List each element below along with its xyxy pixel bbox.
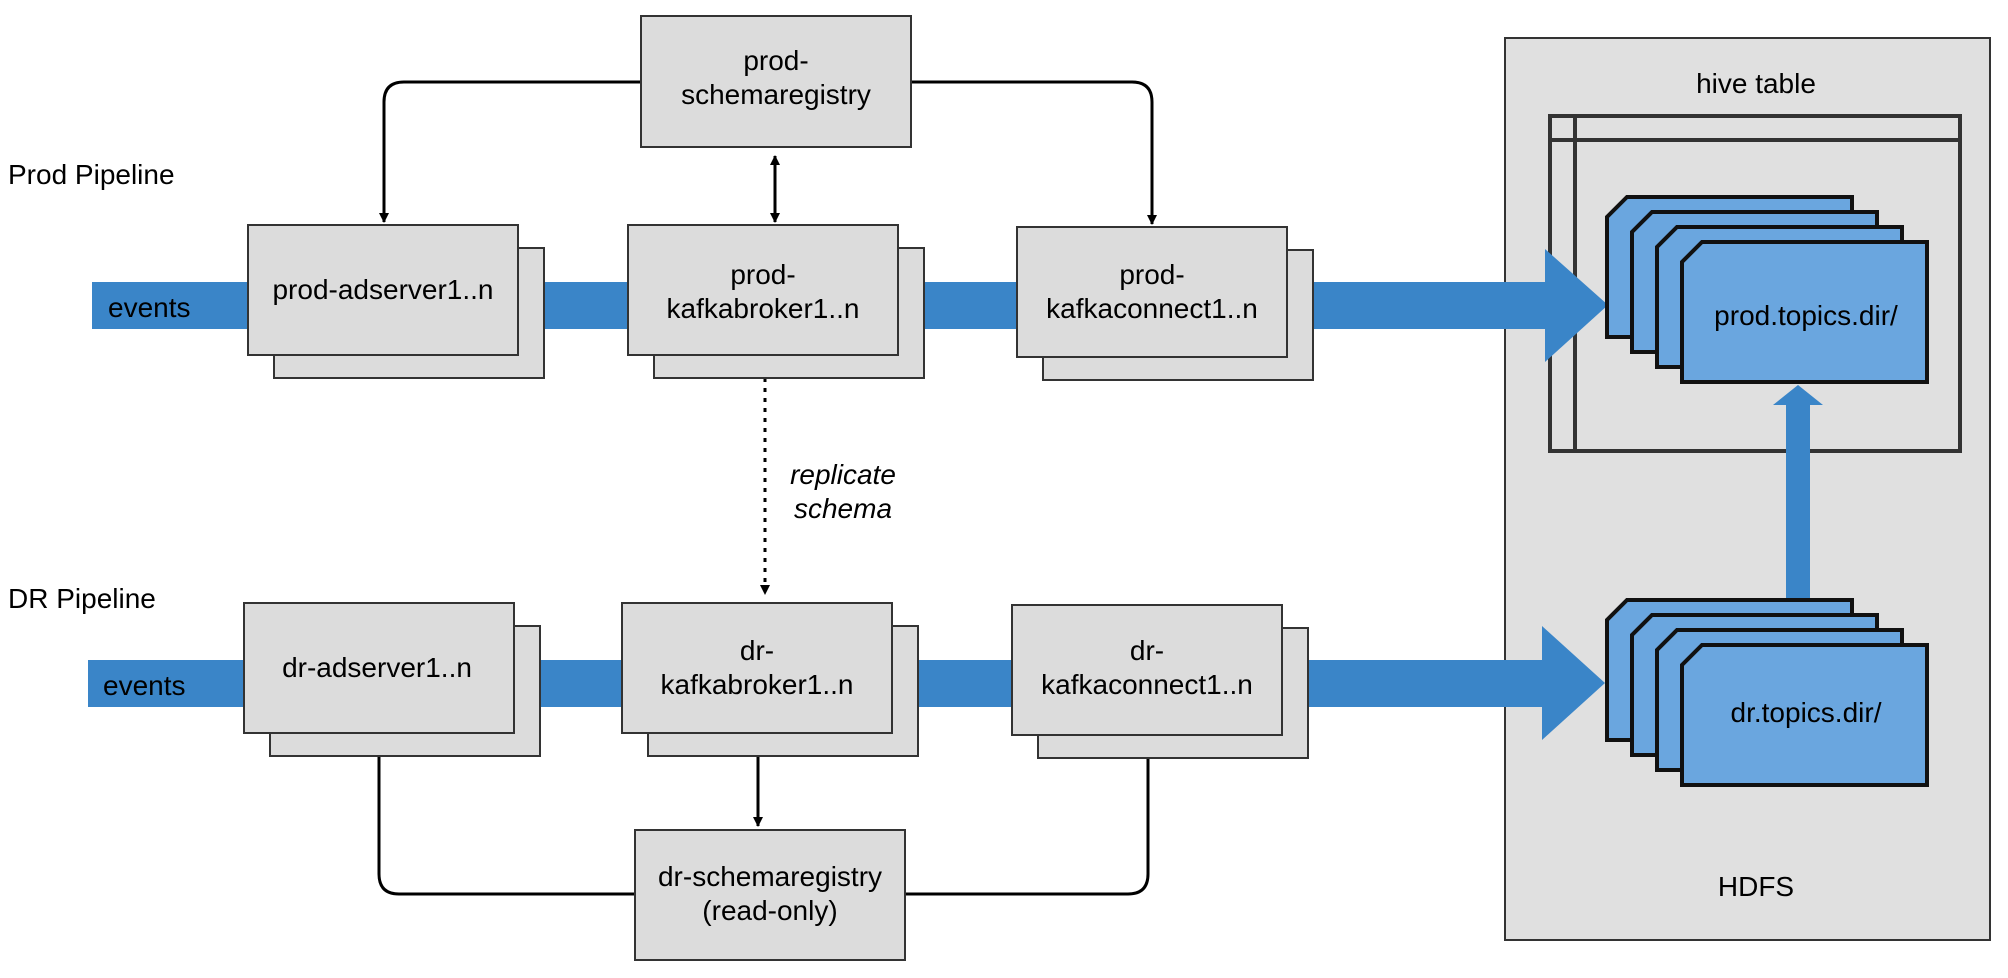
prod-topics-dir-label: prod.topics.dir/ xyxy=(1714,300,1898,331)
dr-kafkabroker-label-1: dr- xyxy=(740,635,774,666)
replicate-label-line1: replicate xyxy=(790,459,896,490)
prod-schemaregistry-box: prod- schemaregistry xyxy=(640,15,912,148)
prod-kafkabroker-label-2: kafkabroker1..n xyxy=(667,293,860,324)
dr-schemaregistry-box: dr-schemaregistry (read-only) xyxy=(634,829,906,961)
dr-topics-dir-stack: dr.topics.dir/ xyxy=(1605,598,1929,787)
dr-adserver-stack: dr-adserver1..n xyxy=(243,602,541,757)
hive-table-label: hive table xyxy=(1696,68,1816,99)
prod-kafkaconnect-label-1: prod- xyxy=(1119,259,1184,290)
prod-topics-dir-stack: prod.topics.dir/ xyxy=(1605,195,1929,384)
dr-events-label: events xyxy=(103,670,186,701)
dr-kafkaconnect-label-2: kafkaconnect1..n xyxy=(1041,669,1253,700)
hdfs-label: HDFS xyxy=(1718,871,1794,902)
dr-kafkaconnect-label-1: dr- xyxy=(1130,635,1164,666)
dr-schemaregistry-label-1: dr-schemaregistry xyxy=(658,861,882,892)
dr-kafkaconnect-stack: dr- kafkaconnect1..n xyxy=(1011,604,1309,759)
prod-adserver-stack: prod-adserver1..n xyxy=(247,224,545,379)
merge-arrow xyxy=(1773,385,1823,625)
prod-schema-connectors xyxy=(379,80,1157,225)
dr-pipeline-label: DR Pipeline xyxy=(8,583,156,614)
prod-pipeline-label: Prod Pipeline xyxy=(8,159,175,190)
dr-kafkabroker-label-2: kafkabroker1..n xyxy=(661,669,854,700)
dr-adserver-label: dr-adserver1..n xyxy=(282,652,472,683)
dr-topics-dir-label: dr.topics.dir/ xyxy=(1731,697,1882,728)
replicate-label-line2: schema xyxy=(794,493,892,524)
prod-adserver-label: prod-adserver1..n xyxy=(272,274,493,305)
prod-schemaregistry-label-2: schemaregistry xyxy=(681,79,871,110)
prod-schemaregistry-label-1: prod- xyxy=(743,45,808,76)
prod-events-label: events xyxy=(108,292,191,323)
prod-kafkaconnect-label-2: kafkaconnect1..n xyxy=(1046,293,1258,324)
hdfs-panel: HDFS hive table xyxy=(1504,37,1991,941)
prod-kafkabroker-stack: prod- kafkabroker1..n xyxy=(627,224,925,379)
dr-schemaregistry-label-2: (read-only) xyxy=(702,895,837,926)
replicate-schema-connector: replicate schema xyxy=(760,358,896,595)
prod-kafkaconnect-stack: prod- kafkaconnect1..n xyxy=(1016,226,1314,381)
prod-kafkabroker-label-1: prod- xyxy=(730,259,795,290)
dr-kafkabroker-stack: dr- kafkabroker1..n xyxy=(621,602,919,757)
